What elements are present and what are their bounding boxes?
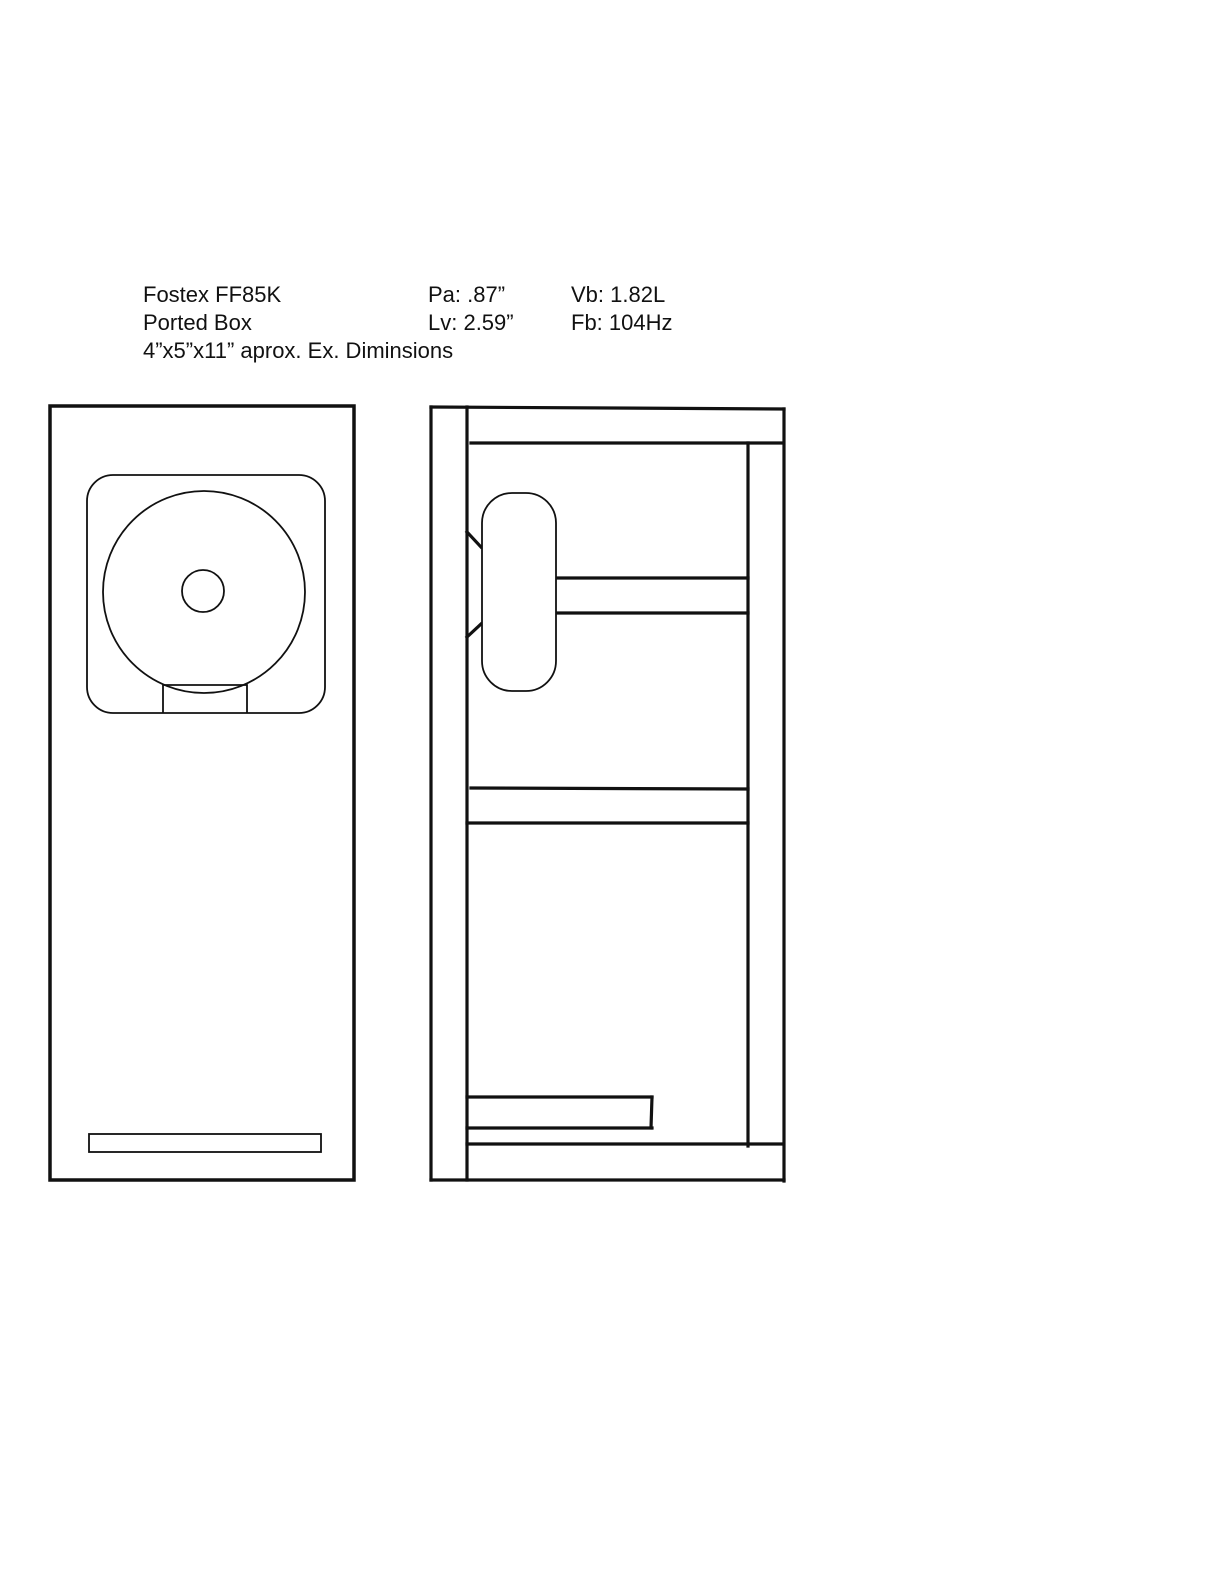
driver-cone xyxy=(102,490,306,694)
tuning-frequency-label: Fb: 104Hz xyxy=(571,310,673,335)
front-view xyxy=(48,404,356,1182)
driver-magnet-profile xyxy=(481,492,557,692)
driver-model-label: Fostex FF85K xyxy=(143,282,282,307)
port-divider-end xyxy=(649,1095,654,1130)
port-area-label: Pa: .87” xyxy=(428,282,506,307)
slot-port-opening xyxy=(88,1133,322,1153)
dimensions-label: 4”x5”x11” aprox. Ex. Diminsions xyxy=(143,338,454,363)
driver-frame-lower xyxy=(464,621,484,640)
driver-dust-cap xyxy=(181,569,225,613)
box-type-label: Ported Box xyxy=(143,310,252,335)
front-panel-outline xyxy=(48,404,356,1182)
shelf-middle-top xyxy=(469,786,750,791)
port-length-label: Lv: 2.59” xyxy=(428,310,514,335)
side-section-view xyxy=(429,405,786,1183)
top-outer-edge xyxy=(429,405,786,411)
driver-mounting-plate xyxy=(86,474,326,714)
box-volume-label: Vb: 1.82L xyxy=(571,282,666,307)
driver-terminal-tab xyxy=(162,684,248,713)
driver-frame-upper xyxy=(464,529,484,550)
